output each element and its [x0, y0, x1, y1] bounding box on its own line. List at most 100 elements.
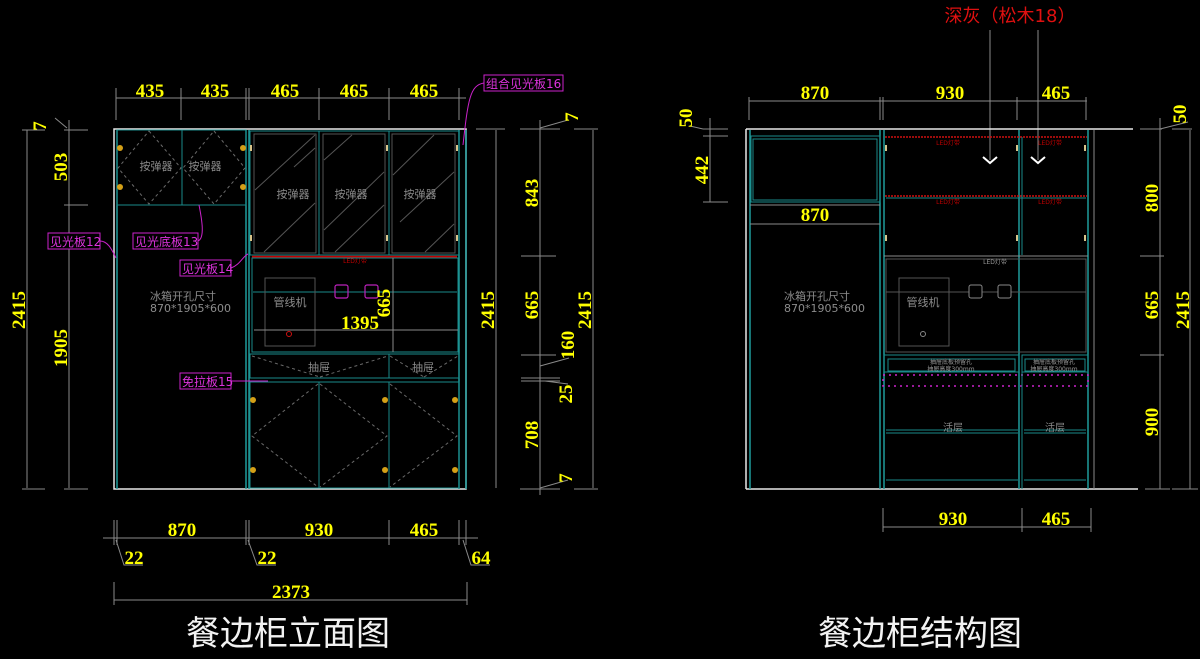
- struct-dim-bottom-465: 465: [1042, 509, 1071, 530]
- label-led-1: LED灯带: [936, 139, 960, 147]
- dim-top-3: 465: [271, 81, 300, 102]
- dim-right-gap: 160: [558, 331, 579, 360]
- dim-gap-1: 22: [125, 548, 144, 569]
- hinge-icon: [250, 235, 252, 241]
- struct-dim-top-465: 465: [1042, 83, 1071, 104]
- dim-gap-3: 64: [472, 548, 492, 569]
- hinge-icon: [386, 235, 388, 241]
- dim-gap-2: 22: [258, 548, 277, 569]
- label-drawer-note-2: 抽屉底板预留孔: [1033, 358, 1075, 366]
- dim-top-2: 435: [201, 81, 230, 102]
- struct-dim-top-930: 930: [936, 83, 965, 104]
- elevation-drawing: 435 435 465 465 465 7 503 1905 2415: [9, 74, 598, 654]
- label-drawer-note-1: 抽屉底板预留孔: [930, 358, 972, 366]
- dim-top-5: 465: [410, 81, 439, 102]
- dim-left-lower: 1905: [51, 329, 72, 367]
- right-dimension-chain: 7 843 665 160 25 708 7 2415 2415: [476, 112, 598, 495]
- dim-inner-height: 665: [374, 289, 395, 318]
- struct-dim-right-upper: 800: [1142, 184, 1163, 213]
- hinge-icon: [386, 145, 388, 151]
- struct-dim-left-upper: 442: [692, 156, 713, 185]
- label-led-5: LED灯带: [983, 258, 1007, 266]
- struct-dim-bottom-930: 930: [939, 509, 968, 530]
- knob-icon: [117, 145, 123, 151]
- struct-dim-right-top: 50: [1170, 105, 1191, 124]
- structure-bottom-dimensions: 930 465: [882, 508, 1092, 532]
- dim-right-total-inner: 2415: [478, 291, 499, 329]
- label-drawer-height-1: 抽屉高度300mm: [927, 365, 974, 373]
- struct-dim-top-870: 870: [801, 83, 830, 104]
- struct-dim-left-top: 50: [676, 109, 697, 128]
- dim-right-top-offset: 7: [562, 112, 583, 122]
- arrow-down-icon: [982, 156, 998, 165]
- dim-right-lower: 708: [522, 421, 543, 450]
- dim-bottom-465: 465: [410, 520, 439, 541]
- label-fridge-size: 870*1905*600: [150, 302, 231, 315]
- structure-body: 870 LED灯带 LED灯带 LED灯带 LED灯带 LED灯带 管线机: [745, 128, 1138, 490]
- dim-right-board: 25: [556, 385, 577, 404]
- label-push-latch-3: 按弹器: [277, 187, 310, 201]
- knob-icon: [452, 467, 458, 473]
- part-tags: 见光板12 见光底板13 见光板14 免拉板15 组合见光板16: [47, 74, 564, 390]
- label-drawer-height-2: 抽屉高度300mm: [1030, 365, 1077, 373]
- left-dimension-chain: 7 503 1905 2415: [9, 117, 88, 490]
- label-push-latch-1: 按弹器: [140, 159, 173, 173]
- label-push-latch-5: 按弹器: [404, 187, 437, 201]
- struct-label-pipeline: 管线机: [907, 295, 940, 309]
- label-led-4: LED灯带: [1038, 198, 1062, 206]
- knob-icon: [240, 184, 246, 190]
- label-led-3: LED灯带: [936, 198, 960, 206]
- structure-top-dimensions: 870 930 465: [748, 83, 1087, 120]
- socket-icon: [364, 284, 379, 299]
- dim-inner-width: 1395: [341, 313, 379, 334]
- dim-bottom-870: 870: [168, 520, 197, 541]
- dim-right-middle: 665: [522, 291, 543, 320]
- label-fridge-opening: 冰箱开孔尺寸: [150, 289, 216, 303]
- hinge-icon: [250, 145, 252, 151]
- dim-overall-width: 2373: [272, 582, 310, 603]
- struct-dim-right-middle: 665: [1142, 291, 1163, 320]
- label-drawer-2: 抽屉: [412, 360, 434, 374]
- structure-left-dimensions: 50 442: [676, 109, 728, 203]
- structure-drawing: 深灰（松木18） 870 930 465 50 442: [676, 6, 1198, 654]
- label-pipeline-machine: 管线机: [274, 295, 307, 309]
- arrow-down-icon: [1030, 156, 1046, 165]
- hinge-icon: [885, 145, 887, 151]
- dim-top-1: 435: [136, 81, 165, 102]
- knob-icon: [117, 184, 123, 190]
- label-push-latch-4: 按弹器: [335, 187, 368, 201]
- label-push-latch-2: 按弹器: [189, 159, 222, 173]
- struct-dim-right-total: 2415: [1173, 291, 1194, 329]
- knob-icon: [250, 467, 256, 473]
- hinge-icon: [1016, 235, 1018, 241]
- bottom-dimension-chain: 870 930 465 22 22 64 2373: [103, 520, 491, 605]
- structure-right-dimensions: 50 800 665 900 2415: [1140, 105, 1198, 490]
- socket-icon: [334, 284, 349, 299]
- outlet-icon: [286, 331, 292, 337]
- dim-top-4: 465: [340, 81, 369, 102]
- knob-icon: [240, 145, 246, 151]
- structure-title: 餐边柜结构图: [818, 614, 1022, 654]
- label-drawer-1: 抽屉: [308, 360, 330, 374]
- top-dimension-chain: 435 435 465 465 465: [115, 81, 466, 120]
- dim-right-bottom-offset: 7: [556, 473, 577, 483]
- hinge-icon: [885, 235, 887, 241]
- struct-label-fridge-opening: 冰箱开孔尺寸: [784, 289, 850, 303]
- struct-dim-upper-inner: 870: [801, 205, 830, 226]
- hinge-icon: [1016, 145, 1018, 151]
- tag-panel-12: 见光板12: [50, 235, 101, 249]
- knob-icon: [250, 397, 256, 403]
- hinge-icon: [456, 235, 458, 241]
- elevation-title: 餐边柜立面图: [186, 614, 390, 654]
- socket-icon: [968, 284, 983, 299]
- label-led-2: LED灯带: [1038, 139, 1062, 147]
- struct-dim-right-lower: 900: [1142, 408, 1163, 437]
- tag-panel-14: 见光板14: [182, 262, 233, 276]
- label-shelf-1: 活层: [943, 422, 963, 434]
- label-shelf-2: 活层: [1045, 422, 1065, 434]
- dim-left-top-offset: 7: [30, 121, 51, 131]
- tag-panel-15: 免拉板15: [182, 374, 233, 389]
- dim-right-upper: 843: [522, 179, 543, 208]
- dim-left-upper: 503: [51, 153, 72, 182]
